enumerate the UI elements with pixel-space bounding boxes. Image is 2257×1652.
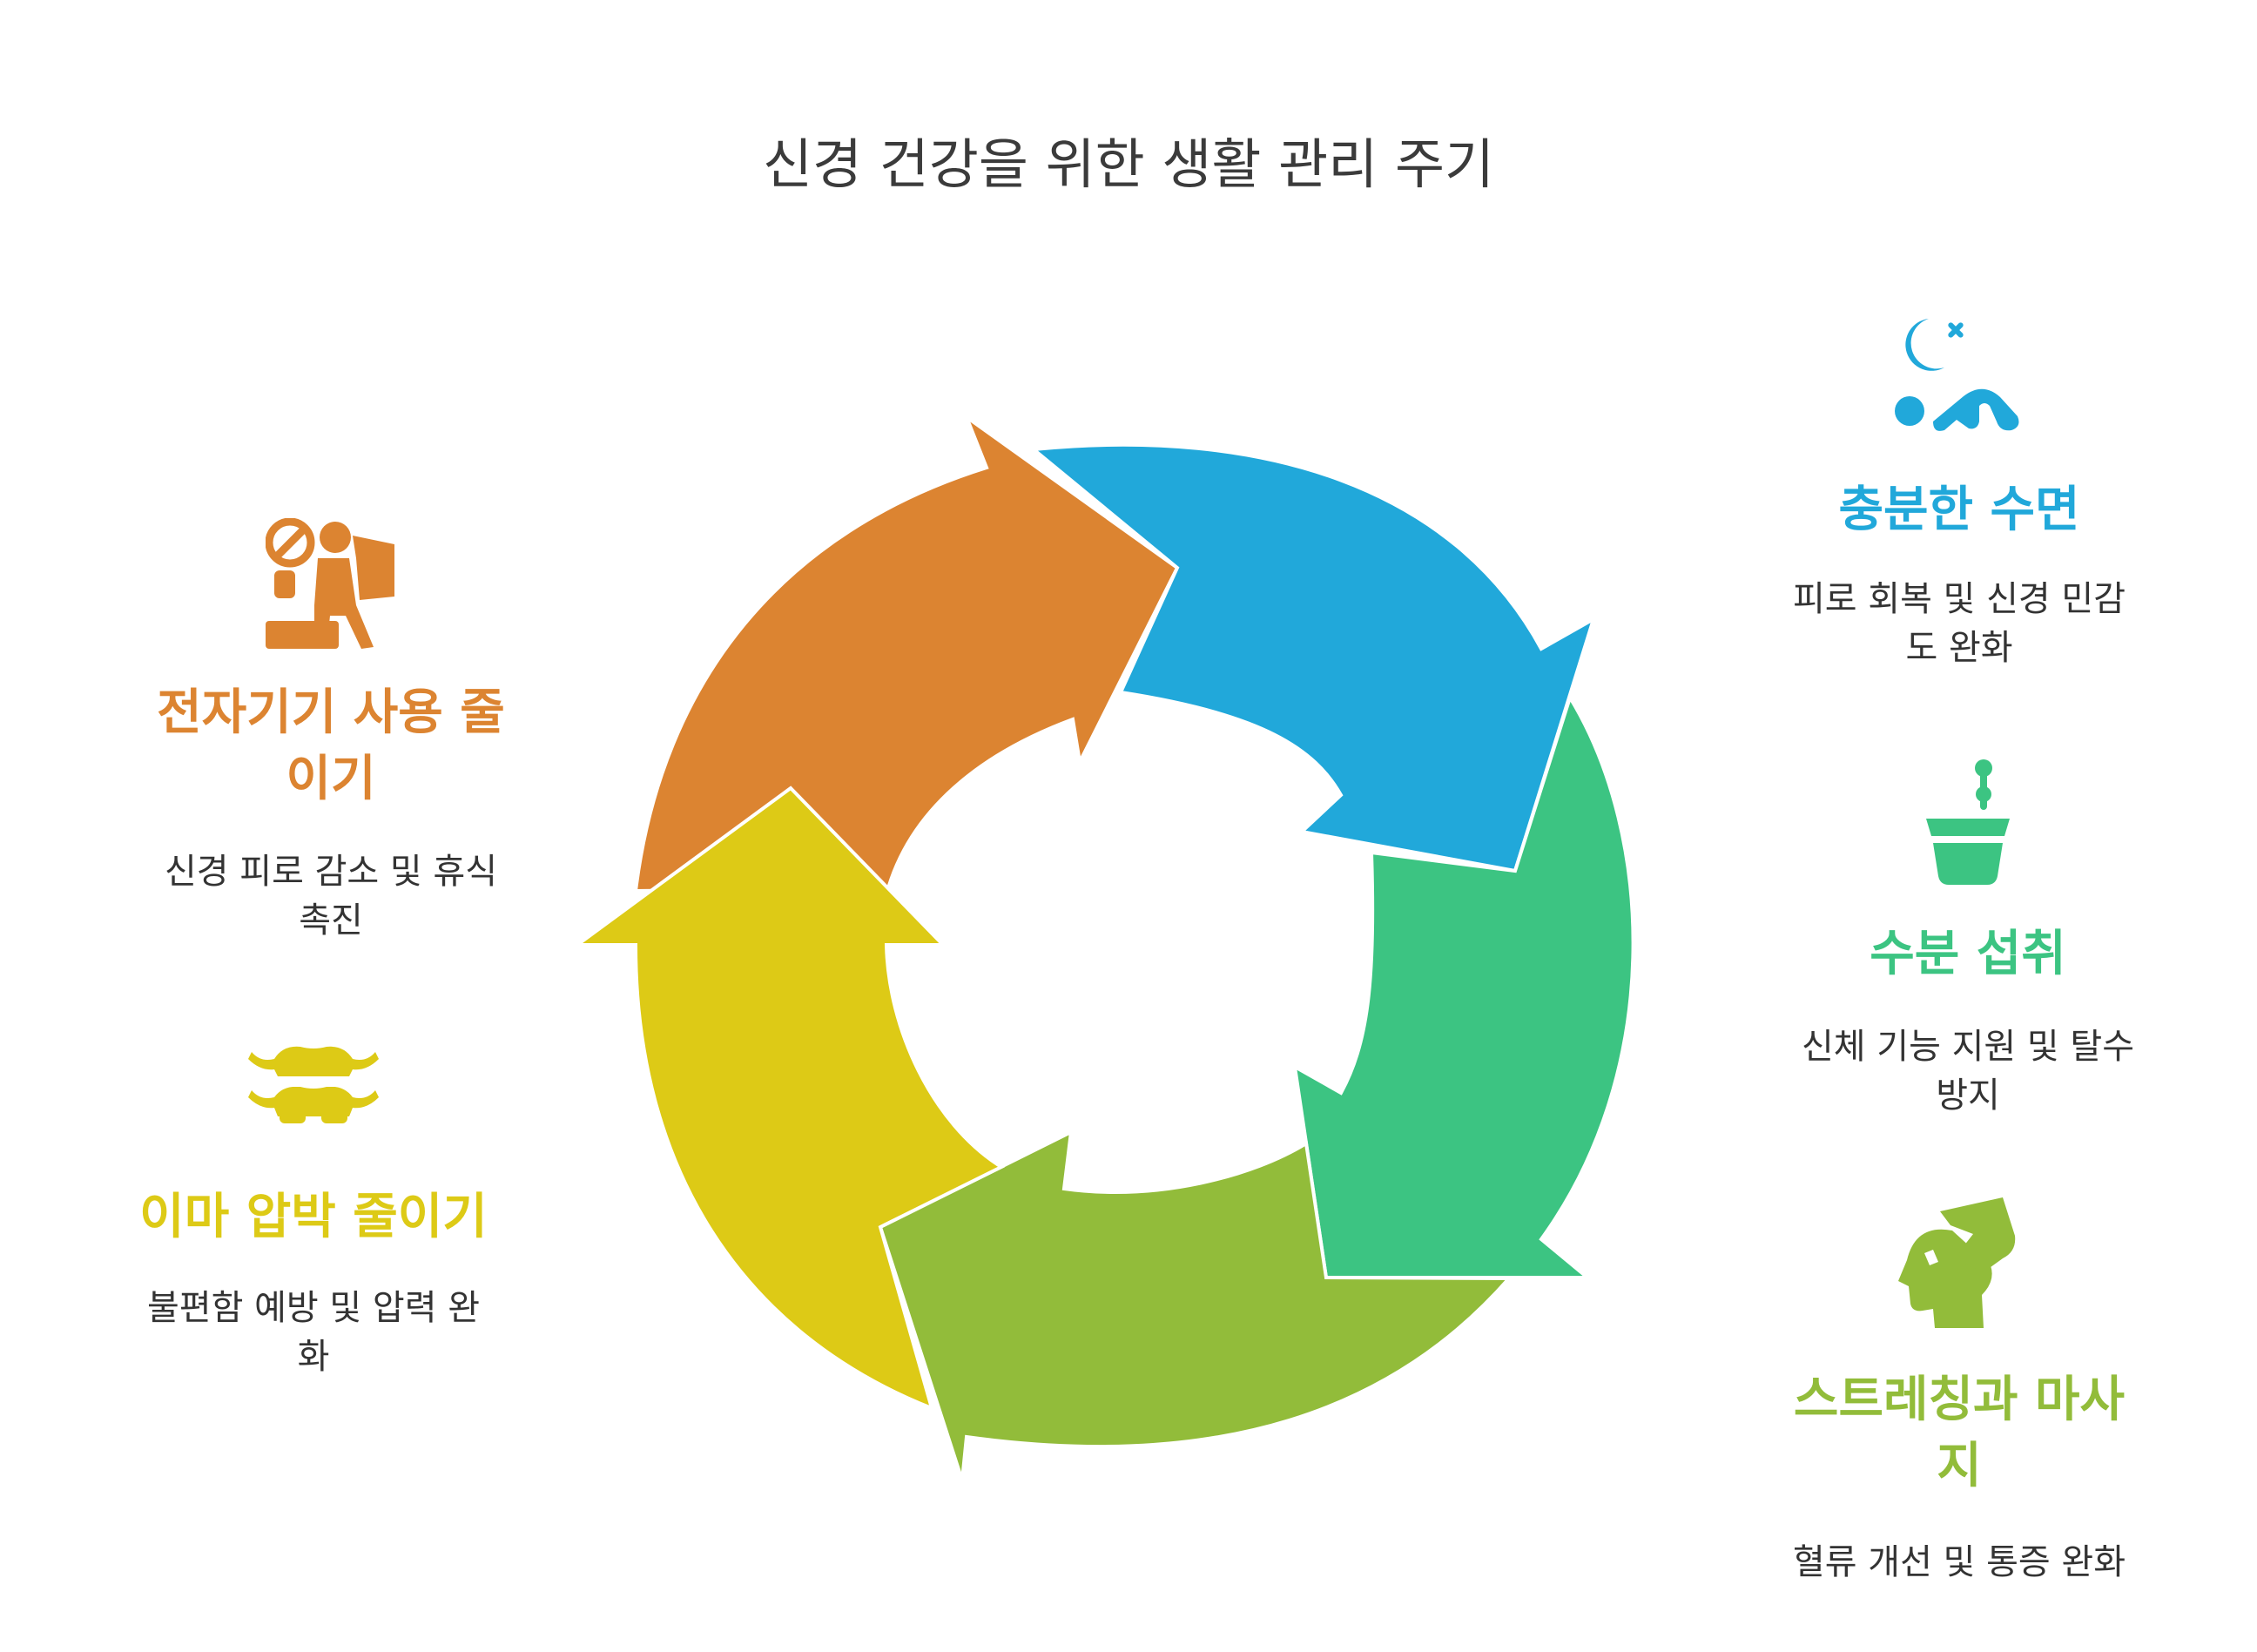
step-heading: 수분 섭취	[1742, 921, 2194, 988]
step-hydration: 수분 섭취 신체 기능 지원 및 탈수 방지	[1742, 756, 2194, 1120]
step-desc-line: 도 완화	[1905, 628, 2013, 668]
step-description: 혈류 개선 및 통증 완화	[1733, 1538, 2186, 1587]
step-heading-line: 충분한 수면	[1838, 482, 2080, 538]
step-desc-line: 불편함 예방 및 압력 완	[146, 1288, 481, 1328]
step-desc-line: 화	[297, 1337, 330, 1377]
cycle-arrow-green	[1292, 693, 1635, 1279]
step-description: 피로 회복 및 신경 민감 도 완화	[1733, 575, 2186, 672]
step-desc-line: 촉진	[299, 900, 363, 941]
spine-vertebrae-icon	[248, 1046, 379, 1123]
step-stretching-massage: 스트레칭과 마사 지 혈류 개선 및 통증 완화	[1733, 1197, 2186, 1587]
step-heading: 이마 압박 줄이기	[96, 1184, 531, 1251]
step-heading-line: 지	[1937, 1438, 1982, 1494]
head-massage-icon	[1898, 1197, 2016, 1328]
step-heading: 전자기기 사용 줄 이기	[104, 680, 557, 813]
sleeping-person-icon	[1895, 319, 2019, 431]
cycle-arrow-yellow	[571, 786, 1006, 1412]
no-device-icon	[266, 518, 394, 649]
step-heading-line: 스트레칭과 마사	[1793, 1372, 2126, 1428]
step-desc-line: 피로 회복 및 신경 민감	[1792, 579, 2126, 619]
step-desc-line: 신경 피로 감소 및 휴식	[164, 852, 498, 892]
water-glass-icon	[1926, 759, 2010, 885]
cycle-arrow-orange	[633, 412, 1180, 893]
step-heading: 충분한 수면	[1733, 477, 2186, 543]
step-device-usage: 전자기기 사용 줄 이기 신경 피로 감소 및 휴식 촉진	[104, 518, 557, 945]
step-desc-line: 방지	[1936, 1075, 2000, 1116]
step-heading-line: 이기	[286, 751, 376, 807]
step-desc-line: 신체 기능 지원 및 탈수	[1801, 1027, 2135, 1067]
step-sleep: 충분한 수면 피로 회복 및 신경 민감 도 완화	[1733, 314, 2186, 672]
diagram-title: 신경 건강을 위한 생활 관리 주기	[762, 132, 1495, 196]
step-heading-line: 이마 압박 줄이기	[139, 1189, 488, 1245]
step-heading-line: 수분 섭취	[1870, 926, 2066, 982]
step-description: 신경 피로 감소 및 휴식 촉진	[104, 847, 557, 945]
step-desc-line: 혈류 개선 및 통증 완화	[1792, 1542, 2126, 1582]
step-forehead-pressure: 이마 압박 줄이기 불편함 예방 및 압력 완 화	[96, 1036, 531, 1381]
step-description: 신체 기능 지원 및 탈수 방지	[1742, 1022, 2194, 1120]
step-heading: 스트레칭과 마사 지	[1733, 1367, 2186, 1500]
cycle-arrow-lime	[878, 1129, 1513, 1481]
step-heading-line: 전자기기 사용 줄	[157, 684, 505, 741]
step-description: 불편함 예방 및 압력 완 화	[96, 1284, 531, 1381]
cycle-arrow-blue	[1029, 442, 1597, 873]
